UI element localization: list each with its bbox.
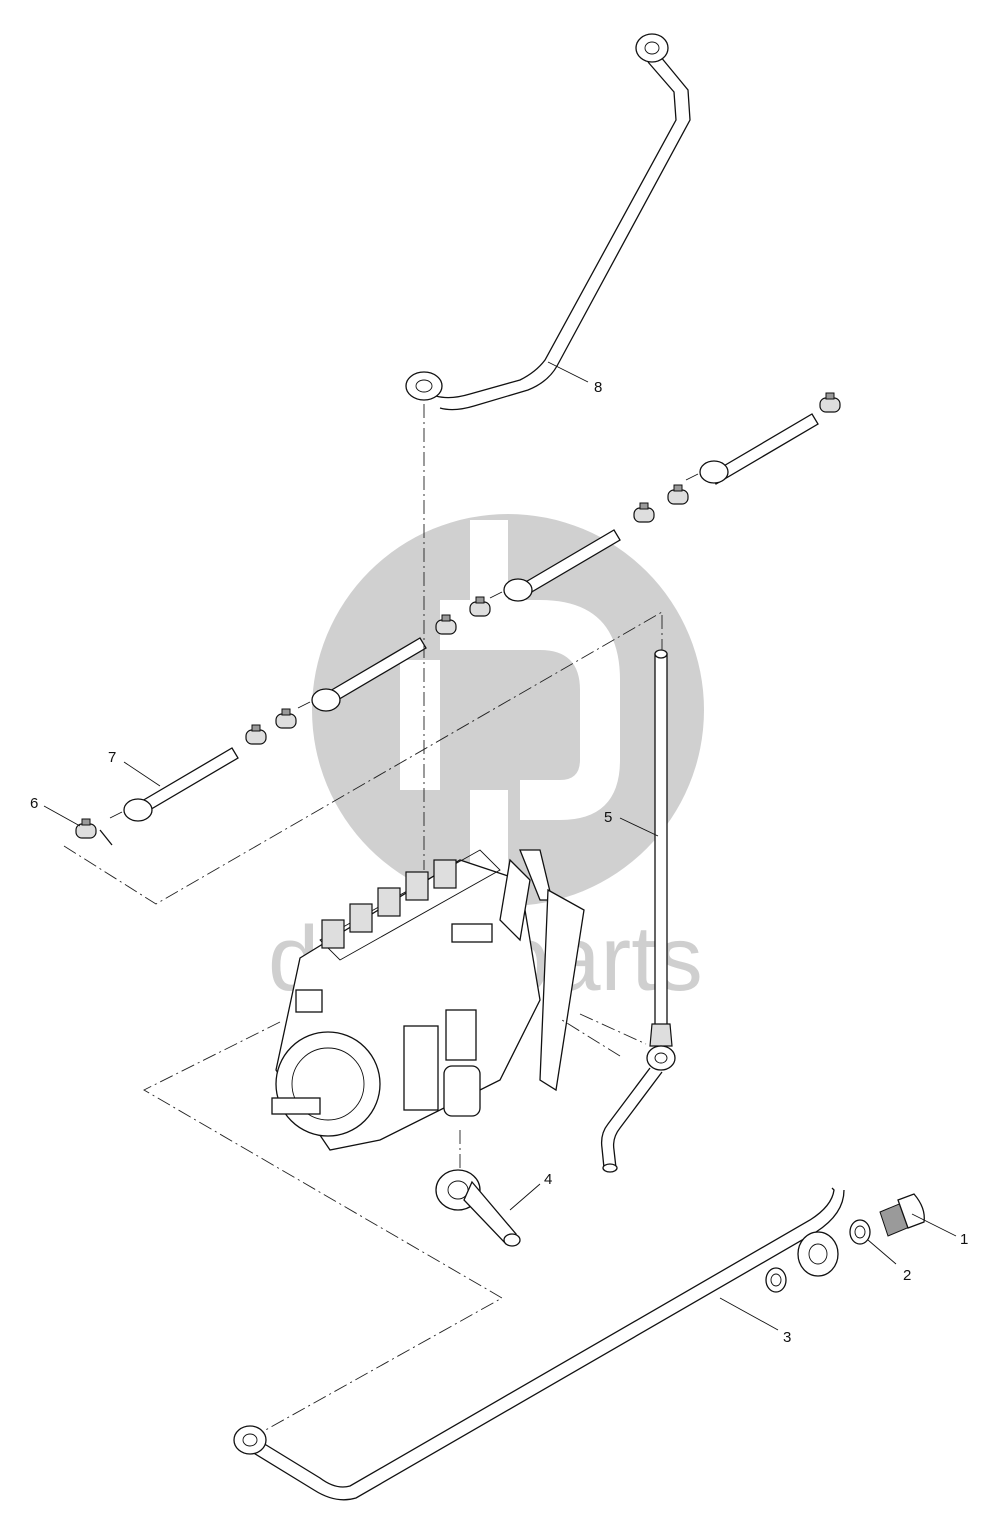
part-4-banjo-fitting[interactable] <box>435 1169 521 1247</box>
part-2-washer[interactable] <box>849 1219 871 1245</box>
callout-1: 1 <box>960 1231 968 1248</box>
part-5-vertical-pipe[interactable] <box>600 649 676 1173</box>
leader-lines <box>43 361 957 1331</box>
callout-5: 5 <box>604 809 612 826</box>
part-3-long-pipe[interactable] <box>233 1187 845 1501</box>
callout-3: 3 <box>783 1329 791 1346</box>
part-8-bent-pipe[interactable] <box>405 33 691 411</box>
callout-2: 2 <box>903 1267 911 1284</box>
part-7-injection-pipes[interactable] <box>99 413 819 846</box>
callout-labels: 1 2 3 4 5 6 7 8 <box>30 379 968 1346</box>
watermark-logo <box>312 514 704 910</box>
callout-7: 7 <box>108 749 116 766</box>
part-1-banjo-bolt[interactable] <box>879 1193 925 1237</box>
part-6-hose-clamps[interactable] <box>75 392 841 839</box>
delivery-valve-row <box>321 859 457 949</box>
assembly-lines <box>63 404 663 1433</box>
callout-8: 8 <box>594 379 602 396</box>
callout-4: 4 <box>544 1171 552 1188</box>
callout-6: 6 <box>30 795 38 812</box>
fuel-injection-pump[interactable] <box>271 849 585 1151</box>
